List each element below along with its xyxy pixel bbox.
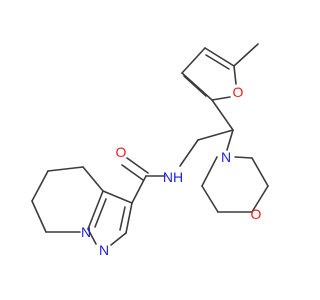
bond-thp-c3a-c4 (82, 166, 104, 192)
bond-carbonyl-double-a (126, 157, 149, 174)
bond-furan-c2-c3 (181, 72, 213, 101)
bond-carbonyl-double-b (121, 164, 144, 181)
bond-furan-c4-c5 (204, 47, 235, 67)
bond-pyr-c3-c4 (125, 202, 133, 234)
bond-furan-c3-c4 (181, 47, 206, 74)
bond-pyr-n2-n1 (87, 228, 97, 245)
bond-thp-c6-c7 (31, 200, 47, 233)
pyrazole-n1-label: N (81, 224, 91, 240)
bond-furan-methyl (233, 43, 259, 67)
bond-morph-c3-c4 (251, 157, 269, 187)
bond-furan-c2-c3-inner (183, 75, 207, 97)
bond-layer (31, 43, 269, 246)
bond-furan-c5-o (233, 65, 237, 85)
bond-pyr-n1-c3a (87, 190, 104, 230)
molecule-structure-diagram: O NH N O O N N (31, 43, 269, 258)
pyrazole-n2-label: N (99, 242, 109, 258)
bond-ch-furan (211, 99, 234, 131)
bond-morph-o-c3 (251, 185, 269, 213)
amide-oxygen-label: O (116, 144, 127, 160)
bond-furan-c4-c5-inner (205, 54, 230, 70)
bond-morph-n-c1 (201, 156, 218, 187)
bond-morph-c4-n (234, 156, 253, 159)
bond-nh-ch2 (179, 139, 199, 167)
bond-pyr-c3-c3a (102, 190, 133, 204)
bond-ch2-ch (197, 129, 234, 141)
bond-pyr-c3-c4-inner (119, 206, 126, 231)
morpholine-oxygen-label: O (251, 206, 262, 222)
amide-nh-label: NH (163, 169, 183, 185)
bond-ch-morpholine-n (226, 129, 234, 151)
bond-pyr-n1-c3a-inner (94, 198, 107, 228)
bond-thp-c5-c6 (31, 170, 49, 202)
atom-label-layer: O NH N O O N N (81, 84, 262, 258)
bond-carbonyl-pyrazole (131, 175, 147, 204)
furan-oxygen-label: O (233, 84, 244, 100)
bond-morph-c1-c2 (201, 185, 219, 213)
bond-furan-o-c2 (211, 96, 231, 101)
morpholine-nitrogen-label: N (221, 149, 231, 165)
bond-pyr-c4-n2 (110, 232, 127, 246)
bond-thp-c4-c5 (47, 166, 84, 172)
